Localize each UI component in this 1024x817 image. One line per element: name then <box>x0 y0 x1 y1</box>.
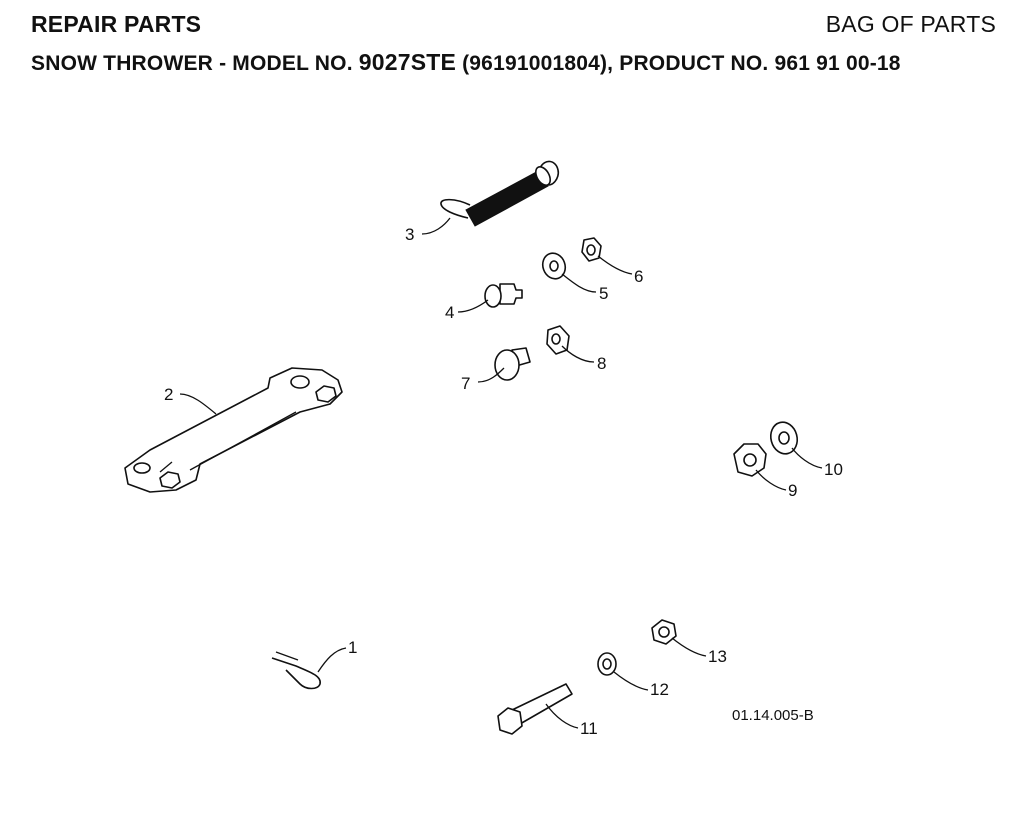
reference-code: 01.14.005-B <box>732 707 814 724</box>
callout-12: 12 <box>650 680 669 699</box>
callout-6: 6 <box>634 267 643 286</box>
callout-7: 7 <box>461 374 470 393</box>
leader-9 <box>755 469 787 491</box>
leader-lines <box>179 217 823 729</box>
leader-3 <box>421 217 451 235</box>
model-subtitle: SNOW THROWER - MODEL NO. 9027STE (961910… <box>31 49 901 76</box>
leader-1 <box>317 647 347 673</box>
callout-9: 9 <box>788 481 797 500</box>
callout-2: 2 <box>164 385 173 404</box>
part-3-spring <box>440 160 560 227</box>
callout-8: 8 <box>597 354 606 373</box>
leader-11 <box>545 703 579 729</box>
callout-10: 10 <box>824 460 843 479</box>
part-13-nut <box>651 619 677 645</box>
part-7-bolt <box>494 347 531 381</box>
subtitle-suffix: (96191001804), PRODUCT NO. 961 91 00-18 <box>456 52 901 75</box>
leader-6 <box>597 255 633 275</box>
part-6-nut <box>581 237 602 262</box>
leader-7 <box>477 367 505 383</box>
part-2-plate <box>124 367 343 493</box>
callout-1: 1 <box>348 638 357 657</box>
leader-5 <box>561 273 597 293</box>
part-5-washer <box>541 252 567 280</box>
page-title: REPAIR PARTS <box>31 11 202 37</box>
part-10-washer <box>769 421 799 455</box>
part-4-bolt <box>484 283 523 308</box>
callout-13: 13 <box>708 647 727 666</box>
part-9-nut <box>733 443 767 477</box>
leader-13 <box>671 637 707 657</box>
part-1-hairpin-clip <box>271 651 321 690</box>
callout-3: 3 <box>405 225 414 244</box>
callout-11: 11 <box>580 719 598 738</box>
leader-4 <box>457 299 489 313</box>
model-number: 9027STE <box>358 49 457 75</box>
leader-2 <box>179 393 217 415</box>
leader-12 <box>613 671 649 691</box>
part-12-washer <box>597 652 617 676</box>
part-11-bolt <box>497 683 573 735</box>
leader-8 <box>561 345 595 363</box>
callout-5: 5 <box>599 284 608 303</box>
leader-10 <box>791 447 823 469</box>
subtitle-prefix: SNOW THROWER - MODEL NO. <box>31 52 359 75</box>
callout-labels: 1 2 3 4 5 6 7 8 9 10 11 12 13 01.14.005-… <box>164 225 843 738</box>
section-title: BAG OF PARTS <box>825 11 996 37</box>
callout-4: 4 <box>445 303 454 322</box>
